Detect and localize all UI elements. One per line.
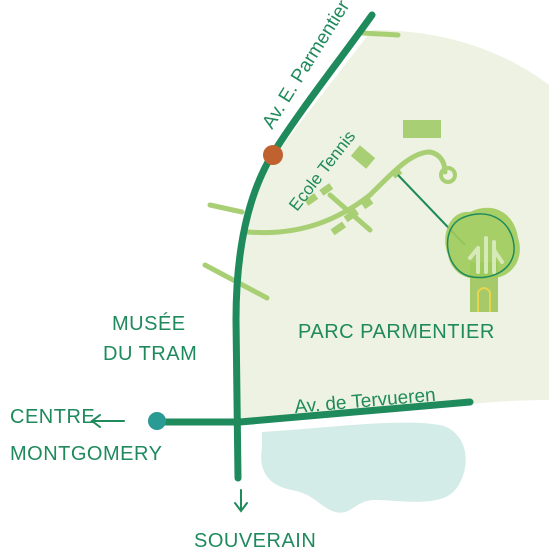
tennis-building — [350, 145, 376, 169]
park-label: PARC PARMENTIER — [298, 321, 495, 343]
museum-label-line2: DU TRAM — [103, 343, 197, 365]
park-top-path — [359, 30, 401, 38]
small-building-4 — [330, 221, 347, 236]
montgomery-label-line1: CENTRE — [10, 406, 95, 428]
small-building-6 — [391, 167, 403, 179]
left-arrow-icon — [90, 414, 125, 428]
souverain-label: SOUVERAIN — [194, 530, 316, 552]
building-1 — [403, 120, 441, 138]
small-building-3 — [343, 208, 360, 223]
down-arrow-icon — [234, 489, 248, 513]
side-street-1 — [207, 202, 245, 215]
tram-stop-parmentier[interactable] — [263, 145, 283, 165]
tennis-path — [245, 149, 448, 236]
lake — [261, 422, 466, 513]
tram-stop-montgomery[interactable] — [148, 412, 166, 430]
park-area — [237, 30, 549, 422]
small-building-2 — [319, 183, 334, 196]
path-end-circle — [439, 166, 457, 184]
montgomery-label-line2: MONTGOMERY — [10, 443, 162, 465]
small-building-1 — [304, 193, 319, 206]
tree-icon — [445, 207, 520, 312]
small-building-5 — [361, 197, 374, 210]
tervueren-road — [156, 398, 474, 426]
museum-label-line1: MUSÉE — [112, 312, 186, 335]
buildings — [304, 120, 441, 236]
